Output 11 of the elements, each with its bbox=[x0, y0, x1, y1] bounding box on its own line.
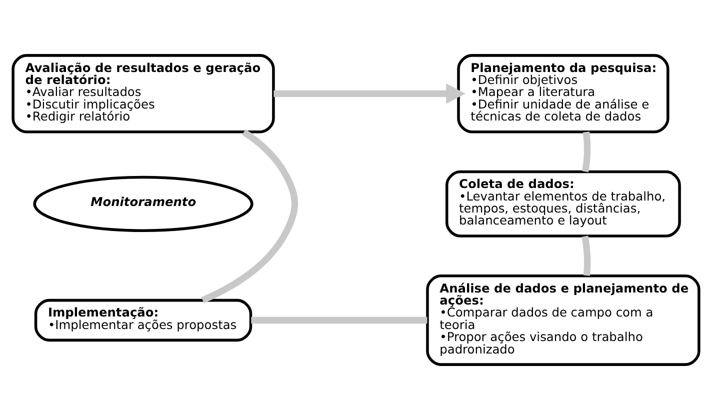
connector bbox=[582, 235, 591, 276]
connector bbox=[201, 128, 298, 303]
node-box: Planejamento da pesquisa: •Definir objetivos •Mapear a literatura •Definir unidade de análise e técnicas de coleta de dados bbox=[457, 54, 670, 133]
node-ellipse: Monitoramento bbox=[33, 175, 254, 232]
connector bbox=[582, 131, 591, 172]
node-box: Coleta de dados: •Levantar elementos de trabalho, tempos, estoques, distâncias, balanceamento e layout bbox=[445, 170, 681, 237]
node-box: Avaliação de resultados e geração de relatório: •Avaliar resultados •Discutir implicações •Redigir relatório bbox=[12, 54, 275, 133]
node-box: Análise de dados e planejamento de ações: •Comparar dados de campo com a teoria •Propor ações visando o trabalho padronizado bbox=[426, 274, 700, 366]
connector bbox=[251, 316, 428, 324]
arrow bbox=[274, 83, 466, 104]
node-box: Implementação: •Implementar ações propostas bbox=[34, 298, 252, 342]
